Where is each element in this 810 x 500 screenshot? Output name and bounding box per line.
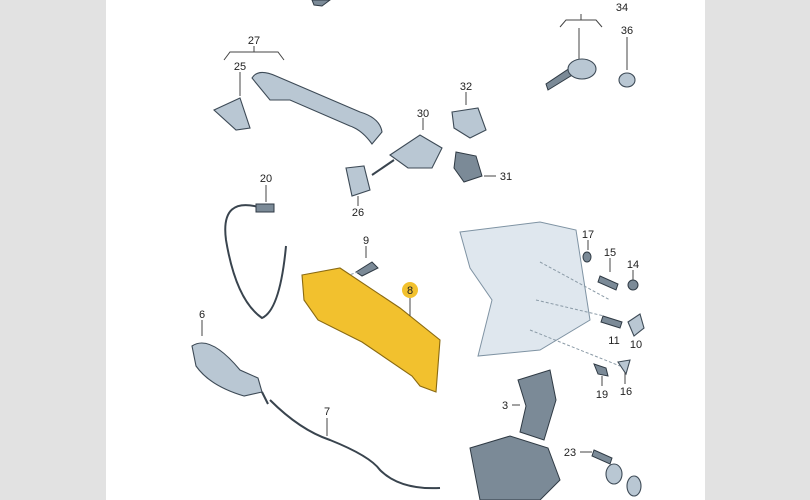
callout-16: 16 (620, 386, 632, 398)
handle-gasket-25 (213, 97, 251, 131)
clip-16 (617, 359, 631, 376)
cable-7 (269, 399, 441, 490)
callout-34: 34 (616, 2, 628, 14)
callout-23: 23 (564, 447, 576, 459)
callout-3: 3 (502, 400, 508, 412)
callout-27: 27 (248, 35, 260, 47)
callout-8: 8 (407, 285, 413, 297)
door-handle-carrier-8[interactable] (301, 267, 441, 393)
nut-14 (627, 279, 639, 291)
callout-15: 15 (604, 247, 616, 259)
left-margin (0, 0, 106, 500)
callout-17: 17 (582, 229, 594, 241)
top-partial-part (311, 0, 331, 7)
cover-23a (605, 463, 623, 485)
callout-14: 14 (627, 259, 639, 271)
door-lock (469, 435, 561, 500)
cap-10 (627, 313, 645, 337)
callout-10: 10 (630, 339, 642, 351)
callout-36: 36 (621, 25, 633, 37)
callout-31: 31 (500, 171, 512, 183)
bracket-34 (559, 14, 603, 28)
screw-9 (355, 261, 379, 277)
callout-20: 20 (260, 173, 272, 185)
cover-31 (453, 151, 483, 183)
right-margin (705, 0, 810, 500)
screw-19 (593, 363, 609, 377)
bolt-15 (597, 275, 619, 291)
callout-7: 7 (324, 406, 330, 418)
callout-30: 30 (417, 108, 429, 120)
cap-36 (618, 72, 636, 88)
cable-20 (224, 204, 287, 320)
lock-cylinder-30 (389, 134, 443, 169)
door-handle (251, 71, 383, 145)
bolt-11 (600, 315, 623, 329)
gasket-26 (345, 165, 371, 197)
diagram-canvas (106, 0, 705, 500)
highlight-badge-8 (402, 282, 418, 298)
callout-19: 19 (596, 389, 608, 401)
bolt-23 (591, 449, 613, 465)
callout-6: 6 (199, 309, 205, 321)
cover-23b (626, 475, 642, 497)
bracket-32 (451, 107, 487, 139)
callout-26: 26 (352, 207, 364, 219)
callout-32: 32 (460, 81, 472, 93)
cable-20-end (255, 203, 275, 213)
inner-handle-6 (191, 342, 263, 397)
callout-25: 25 (234, 61, 246, 73)
lock-bracket-3 (517, 369, 557, 441)
bracket-27 (223, 46, 285, 61)
callout-11: 11 (608, 335, 619, 347)
key-head (567, 58, 597, 80)
door-frame (459, 221, 591, 357)
callout-9: 9 (363, 235, 369, 247)
plug-17 (582, 251, 592, 263)
